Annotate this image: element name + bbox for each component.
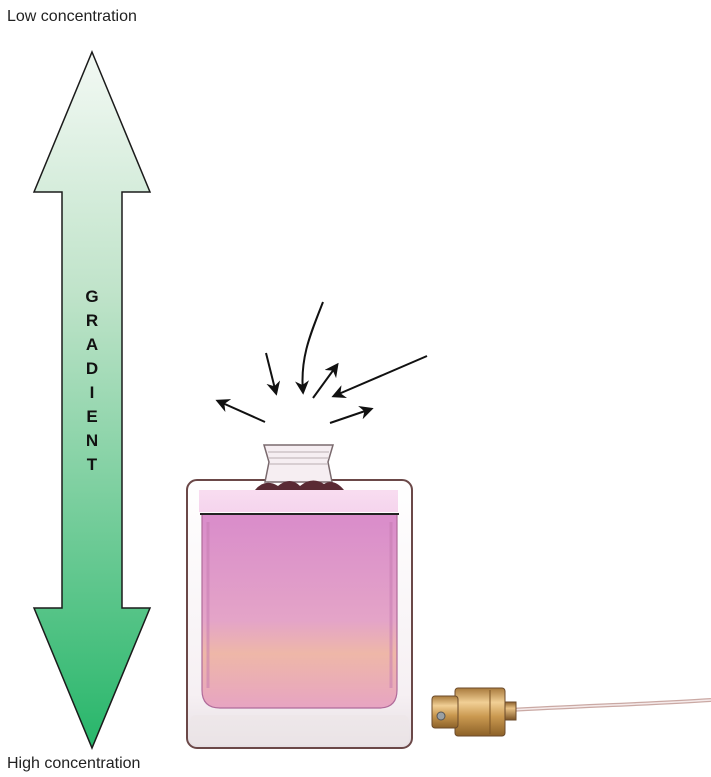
gradient-letter: R [86,311,98,330]
perfume-bottle-icon [187,445,412,748]
gradient-letter: D [86,359,98,378]
gradient-letter: N [86,431,98,450]
gradient-letter: G [85,287,98,306]
gradient-letter: E [86,407,97,426]
gradient-letter: I [90,383,95,402]
gradient-letter: A [86,335,98,354]
gradient-letter: T [87,455,98,474]
diffusion-arrows-icon [218,302,427,423]
spray-cap-icon [432,688,711,736]
